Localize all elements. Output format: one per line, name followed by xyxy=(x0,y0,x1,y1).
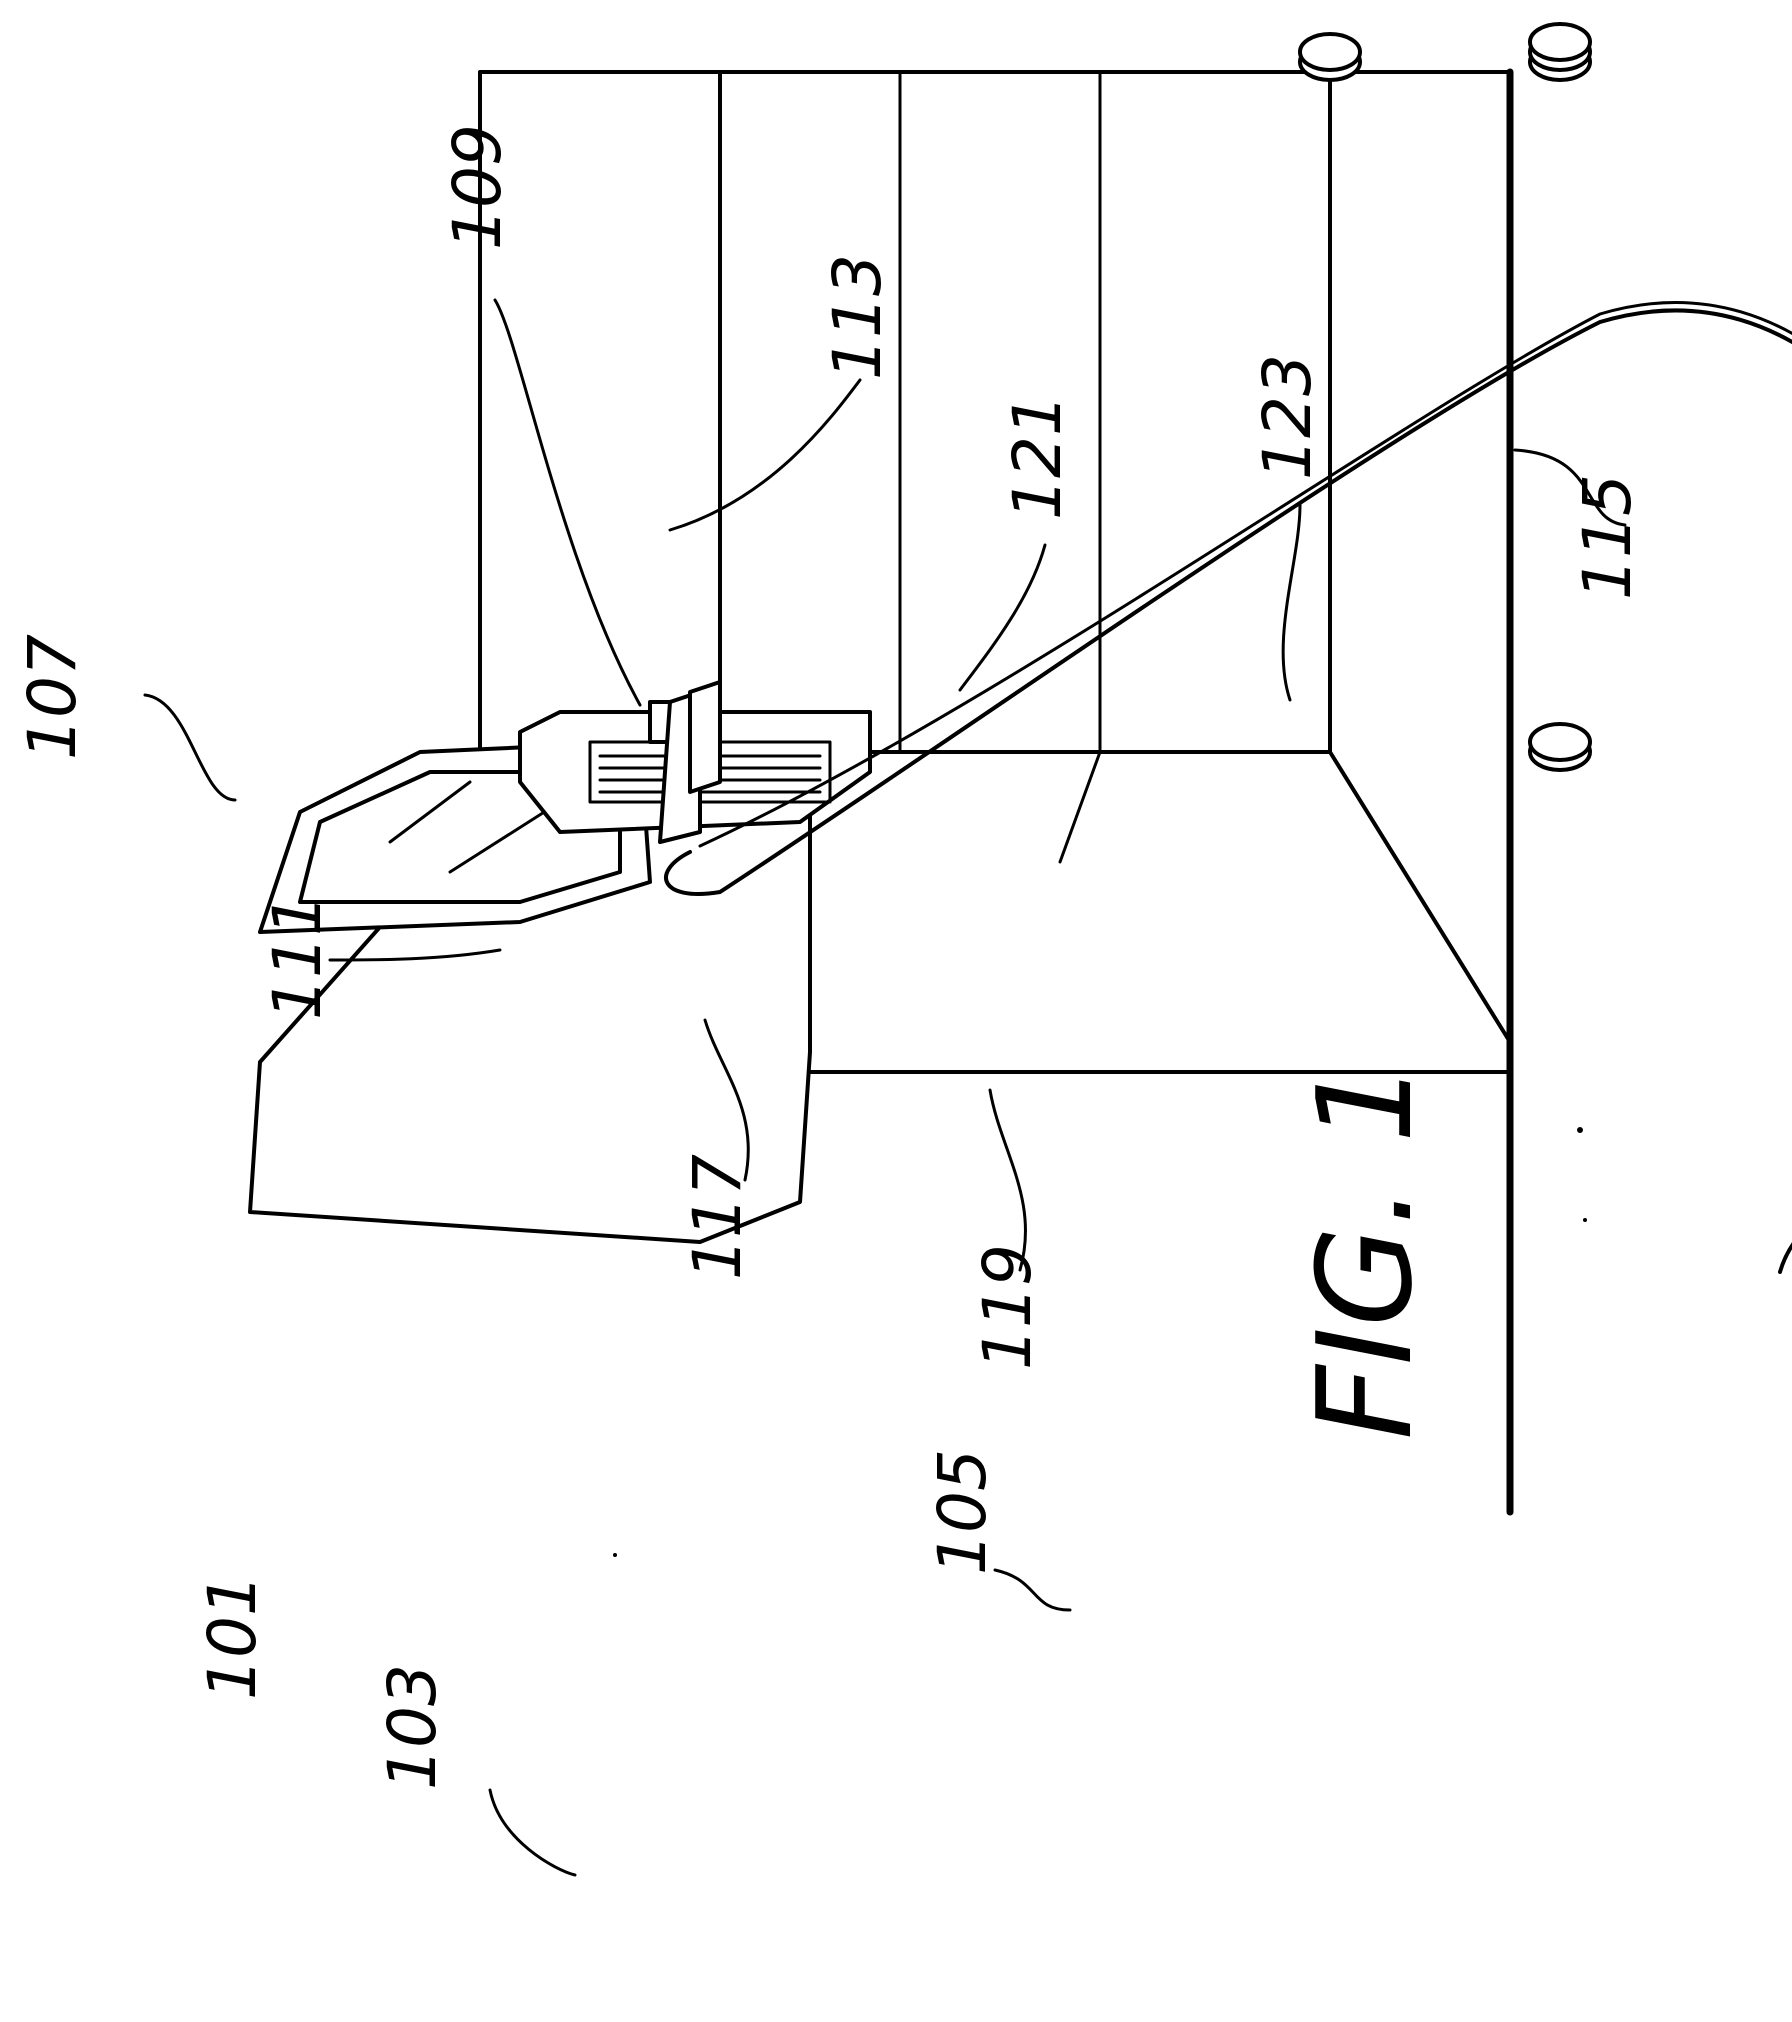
leader-105 xyxy=(995,1570,1070,1610)
leader-107 xyxy=(145,695,235,800)
caster-front-right xyxy=(1300,34,1360,80)
system-arrow xyxy=(1780,1032,1792,1272)
label-105: 105 xyxy=(924,1449,1001,1575)
caster-back-left xyxy=(1530,724,1590,770)
figure-caption: FIG. 1 xyxy=(1289,1061,1441,1440)
label-115: 115 xyxy=(1569,474,1646,600)
label-103: 103 xyxy=(374,1664,451,1790)
label-109: 109 xyxy=(439,124,516,250)
leader-119 xyxy=(990,1090,1026,1270)
leader-103 xyxy=(490,1790,575,1875)
label-121: 121 xyxy=(999,394,1076,520)
label-119: 119 xyxy=(969,1244,1046,1370)
label-123: 123 xyxy=(1249,354,1326,480)
label-113: 113 xyxy=(819,254,896,380)
label-111: 111 xyxy=(259,894,336,1020)
label-107: 107 xyxy=(14,634,91,760)
label-117: 117 xyxy=(679,1154,756,1280)
cabinet-right-face xyxy=(720,72,1510,1072)
label-101: 101 xyxy=(194,1574,271,1700)
caster-front-left xyxy=(1530,24,1590,80)
